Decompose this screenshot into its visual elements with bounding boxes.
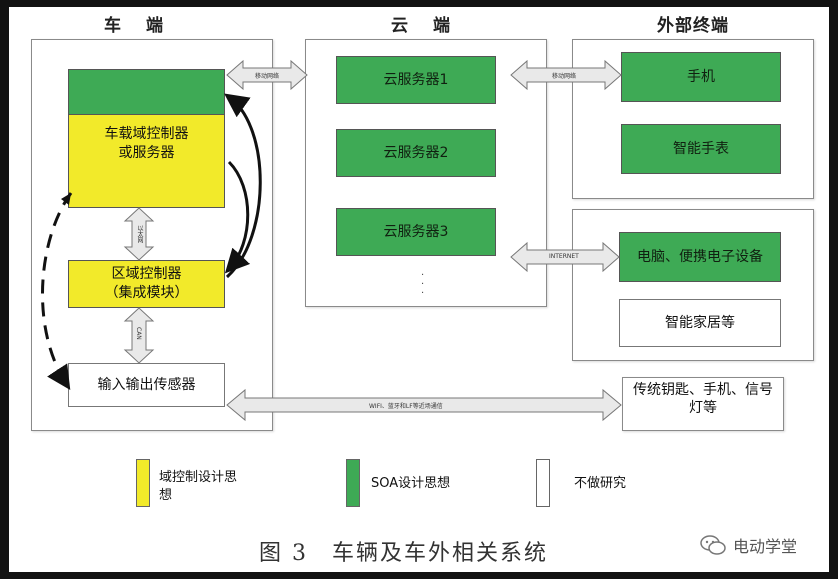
cloud-server-3-label: 云服务器3 [383,223,449,240]
domain-controller-header-band [68,69,225,114]
domain-controller-box: 车载域控制器 或服务器 [68,114,225,208]
keys-label: 传统钥匙、手机、信号 灯等 [633,382,773,416]
vehicle-cloud-link-label: 移动网络 [255,73,280,80]
internet-link-label: INTERNET [549,253,579,260]
zone-controller-label: 区域控制器 （集成模块） [104,266,189,301]
cloud-more-dots: · · · [421,270,425,299]
smartwatch-label: 智能手表 [673,140,729,157]
internet-double-arrow [510,241,620,273]
smartwatch-box: 智能手表 [621,124,781,174]
legend-swatch-none [536,459,550,507]
cloud-phone-double-arrow [510,59,622,91]
external-keys-panel [622,377,784,431]
domain-controller-label: 车载域控制器 或服务器 [104,126,189,161]
phone-box: 手机 [621,52,781,102]
io-sensor-box: 输入输出传感器 [68,363,225,407]
cloud-server-1: 云服务器1 [336,56,496,104]
pc-devices-box: 电脑、便携电子设备 [619,232,781,282]
diagram-canvas: 车 端 云 端 外部终端 车载域控制器 或服务器 区域控制器 （集成模块） 输入… [9,7,829,572]
pc-devices-label: 电脑、便携电子设备 [637,248,763,265]
zone-io-link-label: CAN [135,327,142,340]
watermark: 电动学堂 [699,533,797,557]
connectors-layer [41,59,622,422]
dc-zone-double-arrow [123,207,155,261]
smart-home-box: 智能家居等 [619,299,781,347]
figure-caption: 图 3 车辆及车外相关系统 [259,541,548,566]
cloud-external-link-label: 移动网络 [552,73,577,80]
phone-label: 手机 [687,68,715,85]
zone-controller-box: 区域控制器 （集成模块） [68,260,225,308]
wireless-double-arrow [226,388,622,422]
cloud-server-1-label: 云服务器1 [383,71,449,88]
zone-io-double-arrow [123,307,155,364]
header-cloud: 云 端 [391,16,454,36]
legend-label-soa: SOA设计思想 [371,476,451,491]
zone-dc-curve-inner [224,160,251,274]
cloud-server-3: 云服务器3 [336,208,496,256]
dc-io-dashed-curve-start-head [61,193,71,205]
wireless-link-label: WIFI、蓝牙和LF等近场通信 [369,403,443,410]
legend-label-none: 不做研究 [574,476,627,491]
legend-label-domain: 域控制设计思 想 [159,470,238,503]
watermark-text: 电动学堂 [733,537,798,556]
dc-zone-link-label: 以太网 [136,225,143,243]
legend-swatch-soa [346,459,360,507]
header-vehicle: 车 端 [104,16,167,36]
cloud-server-2-label: 云服务器2 [383,144,449,161]
io-sensor-label: 输入输出传感器 [97,376,196,393]
header-external: 外部终端 [657,16,729,36]
wechat-icon [699,534,727,556]
dc-io-dashed-curve [41,192,73,391]
smart-home-label: 智能家居等 [665,314,735,331]
cloud-server-2: 云服务器2 [336,129,496,177]
legend-swatch-domain [136,459,150,507]
vehicle-cloud-double-arrow [226,59,308,91]
